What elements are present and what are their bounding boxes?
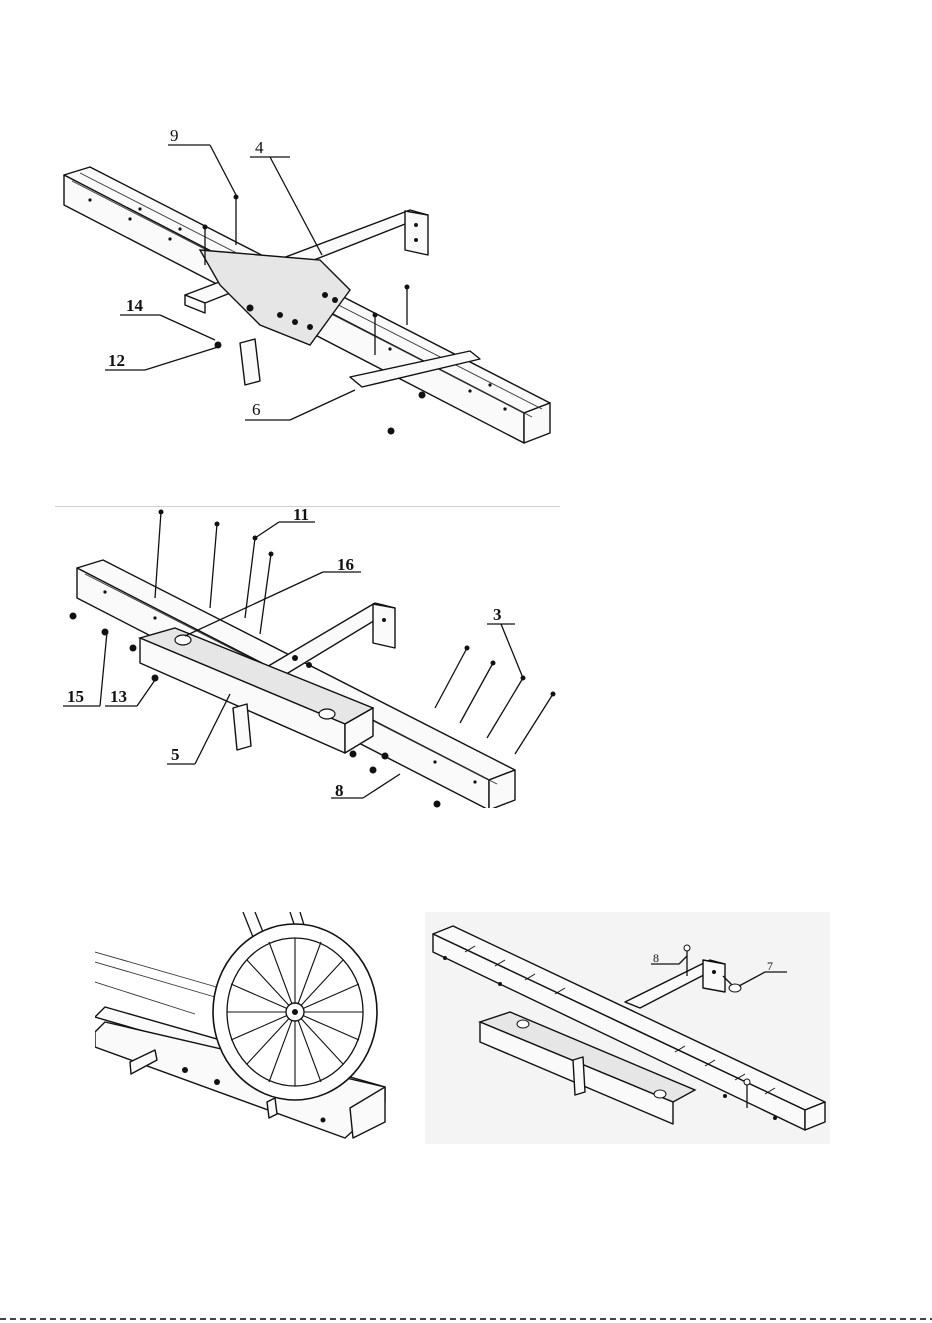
callout-8: 8 [335, 781, 344, 800]
wheel-clamp [267, 1098, 277, 1118]
callout-7: 7 [767, 959, 773, 973]
callout-5: 5 [171, 745, 180, 764]
callout-6: 6 [252, 400, 261, 419]
callout-16: 16 [337, 555, 354, 574]
figure-divider [55, 506, 560, 507]
callout-4: 4 [255, 138, 264, 157]
callout-12: 12 [108, 351, 125, 370]
callout-9: 9 [170, 126, 179, 145]
callout-15: 15 [67, 687, 84, 706]
bicycle-wheel [213, 912, 377, 1100]
callout-3: 3 [493, 605, 502, 624]
drop-plate [240, 339, 260, 385]
callout-14: 14 [126, 296, 144, 315]
callout-8: 8 [653, 951, 659, 965]
figure-2-exploded-basket: 11 16 3 15 13 5 8 [55, 508, 565, 808]
hitch-tube [265, 603, 395, 676]
callout-11: 11 [293, 508, 309, 524]
drop-plate [573, 1057, 585, 1095]
figure-4-assembled: 8 7 [425, 912, 830, 1144]
figure-1-exploded-frame: 9 4 14 12 6 [50, 115, 580, 460]
page-bottom-rule [0, 1318, 932, 1320]
callout-13: 13 [110, 687, 127, 706]
figure-3-wheel-mounted [95, 912, 395, 1147]
drop-plate [233, 704, 251, 750]
